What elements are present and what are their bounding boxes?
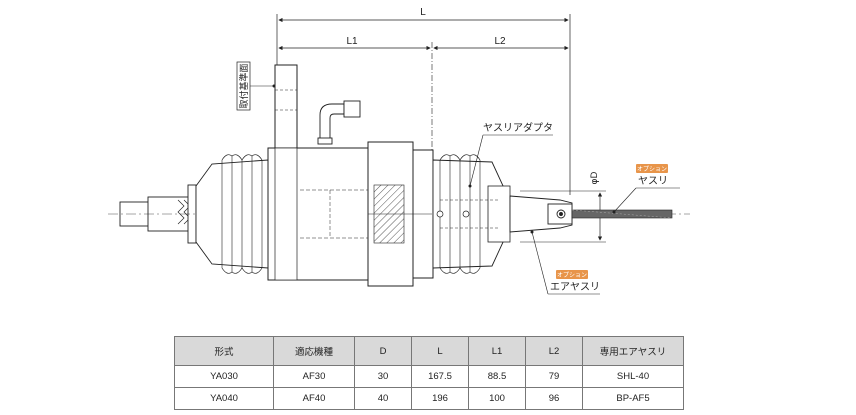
air-file-tool <box>509 195 573 233</box>
option-badge-air-file <box>556 270 588 279</box>
file-label: ヤスリ <box>638 176 668 187</box>
option-badge-file <box>636 164 668 173</box>
cell-l2: 79 <box>525 365 583 388</box>
file-adapter-label: ヤスリアダプタ <box>483 121 553 134</box>
dimension-phi-d-label: φD <box>590 172 600 185</box>
air-file-label: エアヤスリ <box>550 282 600 293</box>
spec-table-header-row: 形式 適応機種 D L L1 L2 専用エアヤスリ <box>174 336 684 366</box>
left-bellows <box>195 154 269 274</box>
mount-reference-callout: 取付基準面 <box>236 61 276 111</box>
main-body <box>267 64 434 287</box>
table-row: YA030 AF30 30 167.5 88.5 79 SHL-40 <box>174 365 684 388</box>
cell-d: 40 <box>354 387 412 410</box>
right-bellows <box>432 154 511 274</box>
cell-l1: 88.5 <box>468 365 526 388</box>
elbow-fitting <box>317 100 361 145</box>
cell-compatible-model: AF40 <box>273 387 355 410</box>
dimension-l2: L2 <box>433 36 569 51</box>
air-file-callout: オプション エアヤスリ <box>530 230 600 295</box>
dimension-l1: L1 <box>278 36 433 160</box>
mount-reference-label: 取付基準面 <box>238 63 250 108</box>
cell-compatible-model: AF30 <box>273 365 355 388</box>
file-adapter-callout: ヤスリアダプタ <box>468 121 553 188</box>
option-badge-air-file-label: オプション <box>557 272 587 279</box>
header-air-file: 専用エアヤスリ <box>582 336 684 366</box>
file-rasp <box>571 209 673 219</box>
cell-l: 196 <box>411 387 469 410</box>
dimension-l1-label: L1 <box>346 36 358 47</box>
file-callout: オプション ヤスリ <box>612 164 680 214</box>
cell-d: 30 <box>354 365 412 388</box>
cell-l: 167.5 <box>411 365 469 388</box>
cell-air-file: SHL-40 <box>582 365 684 388</box>
cell-air-file: BP-AF5 <box>582 387 684 410</box>
header-l: L <box>411 336 469 366</box>
left-shaft <box>108 184 690 244</box>
header-l1: L1 <box>468 336 526 366</box>
header-compatible-model: 適応機種 <box>273 336 355 366</box>
header-d: D <box>354 336 412 366</box>
technical-drawing: L L1 L2 φD 取付基準面 <box>108 7 690 295</box>
cell-model: YA030 <box>174 365 274 388</box>
spec-table: 形式 適応機種 D L L1 L2 専用エアヤスリ YA030 AF30 30 … <box>174 336 684 410</box>
option-badge-file-label: オプション <box>637 166 667 173</box>
cell-l1: 100 <box>468 387 526 410</box>
dimension-l-label: L <box>420 7 426 18</box>
dimension-l2-label: L2 <box>494 36 506 47</box>
cell-l2: 96 <box>525 387 583 410</box>
header-l2: L2 <box>525 336 583 366</box>
table-row: YA040 AF40 40 196 100 96 BP-AF5 <box>174 387 684 410</box>
header-model: 形式 <box>174 336 274 366</box>
cell-model: YA040 <box>174 387 274 410</box>
